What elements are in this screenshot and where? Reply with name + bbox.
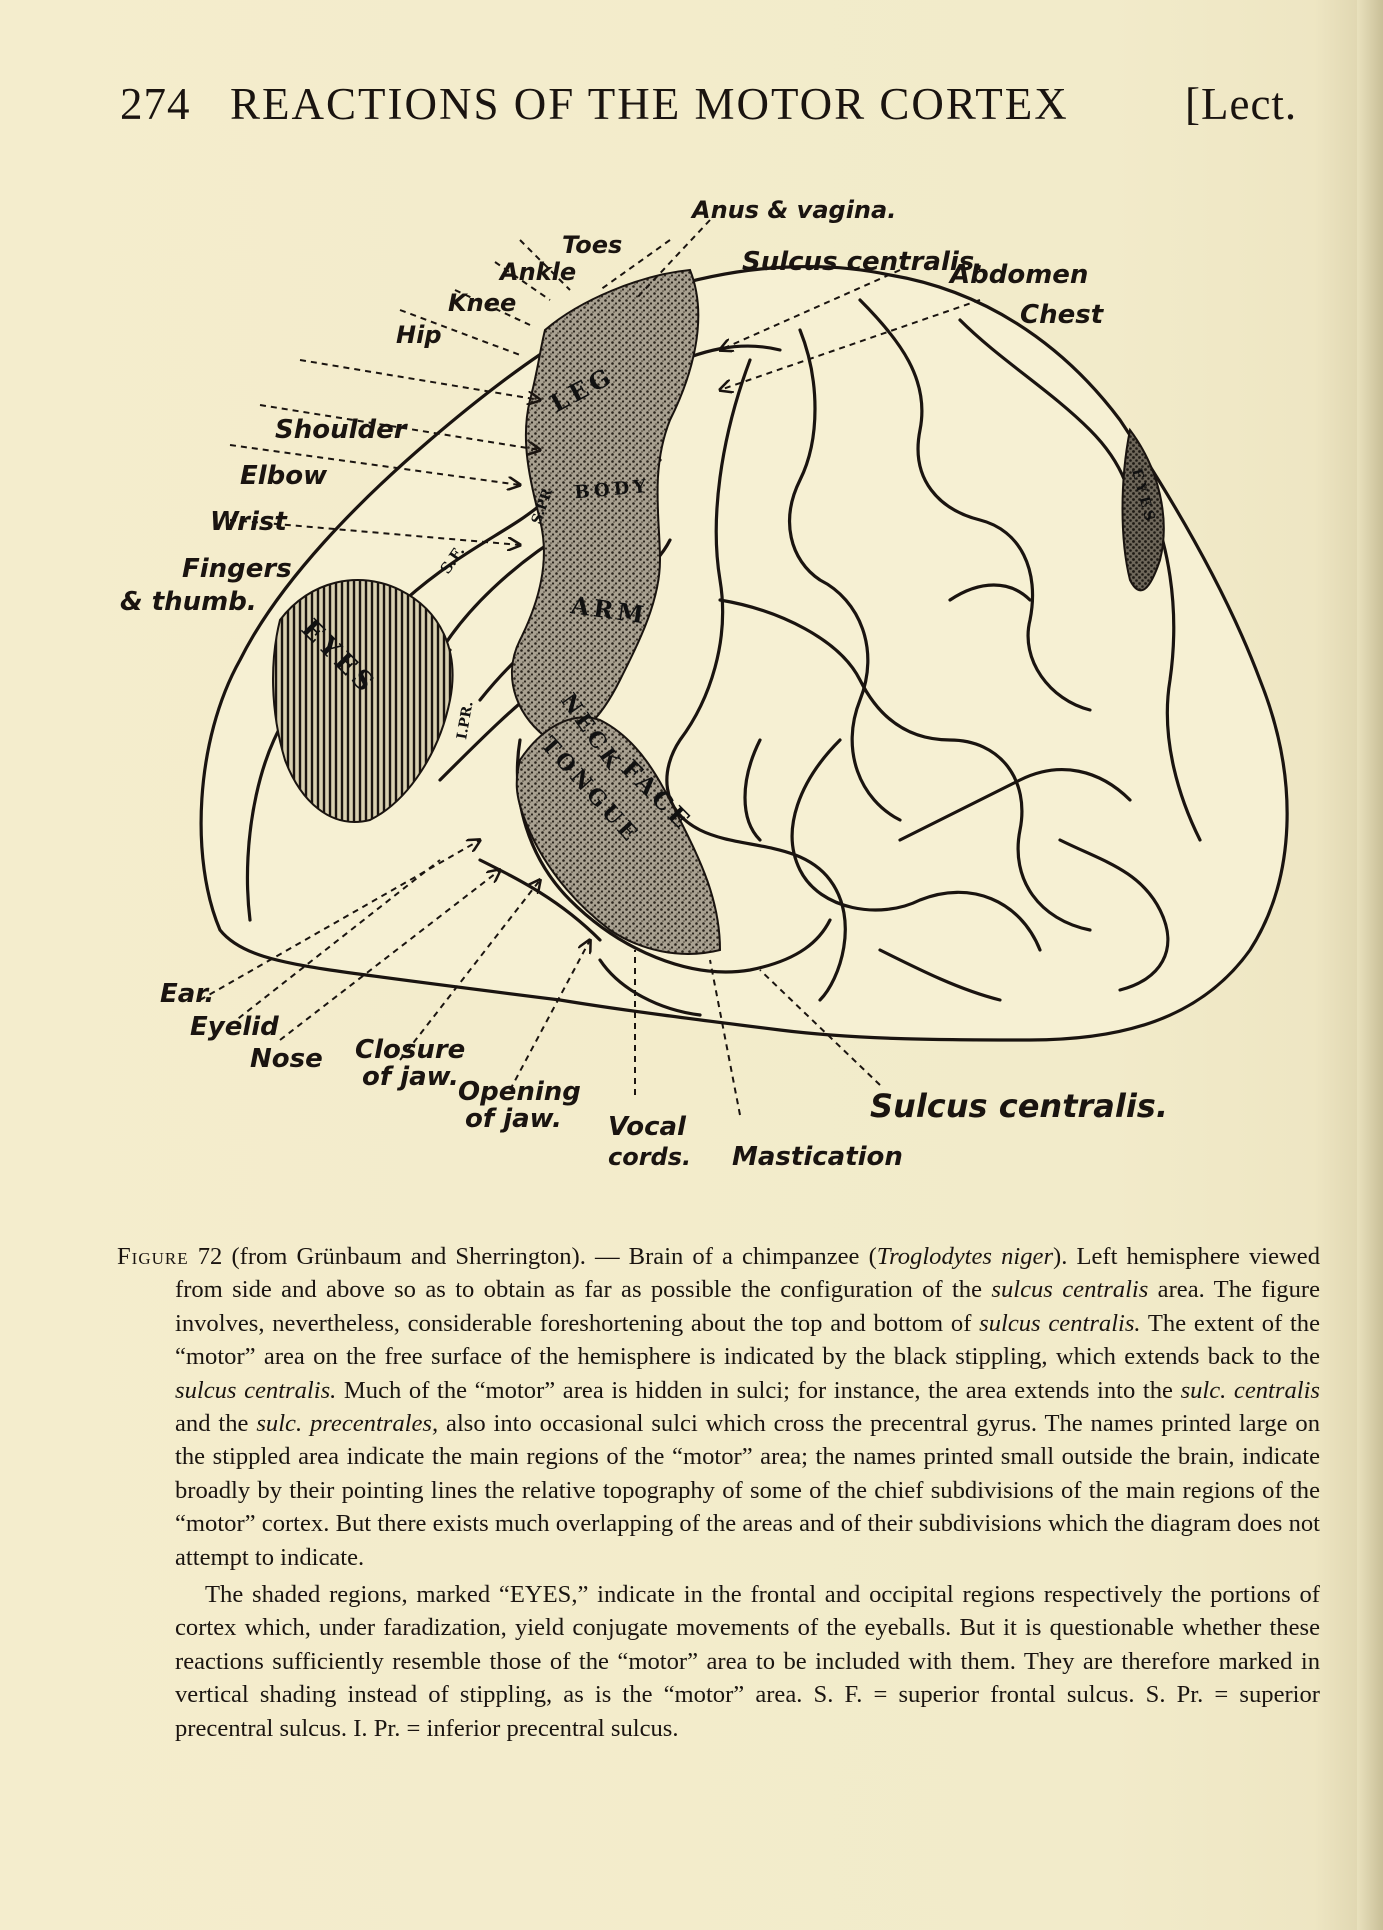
caption-text: (from Grünbaum and Sherrington). — Brain… [231,1243,877,1270]
caption-italic: sulcus centralis [991,1276,1149,1304]
pointer-anus [634,219,711,301]
running-head: 274 REACTIONS OF THE MOTOR CORTEX [Lect. [120,78,1320,138]
caption-text: also into occasional sulci which cross t… [175,1410,1320,1571]
label-hip: Hip [396,321,442,349]
pointer-wrist [229,444,520,485]
label-nose: Nose [250,1044,323,1074]
lecture-marker: [Lect. [1185,79,1298,129]
label-ear: Ear. [160,979,214,1009]
pointer-ankle [494,261,551,301]
frontal-eye-area [272,579,454,823]
page-edge [1357,0,1383,1930]
brain-figure: LEG BODY ARM NECK FACE TONGUE EYES EYES … [100,180,1300,1180]
label-elbow: Elbow [240,461,328,491]
pointer-ear [199,840,480,1001]
label-eyelid: Eyelid [190,1012,279,1042]
pointer-fingers [229,519,520,545]
label-closure: Closure [355,1035,465,1065]
caption-italic: sulcus centralis. [979,1309,1141,1337]
pointer-mastication [709,959,741,1116]
caption-italic: sulc. precentrales, [256,1410,439,1438]
figure-label: Figure [117,1243,189,1270]
caption-paragraph-1: Figure 72 (from Grünbaum and Sherrington… [117,1240,1321,1574]
pointer-sulcus-top [599,239,671,291]
pointer-toes [519,239,571,291]
caption-italic: sulc. centralis [1180,1376,1320,1404]
label-wrist: Wrist [210,507,288,537]
pointer-eyelid [229,859,441,1026]
label-shoulder: Shoulder [275,415,409,445]
pointer-lines [199,219,981,1116]
chapter-title: REACTIONS OF THE MOTOR CORTEX [230,79,1069,129]
pointer-nose [279,870,500,1041]
pointer-knee [454,289,531,326]
label-opening-2: of jaw. [465,1104,562,1134]
caption-italic: sulcus centralis. [175,1376,337,1404]
motor-area [511,268,1165,955]
pointer-shoulder [299,359,540,400]
label-opening: Opening [458,1077,581,1107]
label-mastication: Mastication [732,1142,903,1172]
label-chest: Chest [1020,300,1105,330]
label-sulcus-bottom: Sulcus centralis. [870,1087,1168,1125]
caption-text: area. The figure involves, nevertheless,… [175,1276,1321,1337]
page-number: 274 [120,79,191,129]
caption-text: ). Left hemisphere viewed from side and … [175,1243,1320,1304]
occipital-eye-area [1121,427,1165,592]
label-vocal-2: cords. [608,1143,691,1171]
label-toes: Toes [562,231,622,259]
caption-text: and the [175,1410,257,1438]
brain-diagram: LEG BODY ARM NECK FACE TONGUE EYES EYES … [120,196,1289,1172]
label-thumb: & thumb. [120,587,257,617]
motor-area-face [515,716,722,955]
label-anus: Anus & vagina. [690,196,896,224]
caption-paragraph-2: The shaded regions, marked “EYES,” indic… [175,1581,1320,1742]
label-i-pr: I.PR. [454,700,476,741]
motor-area-leg-body-arm [511,268,700,742]
pointer-elbow [259,404,540,450]
pointer-chest [720,299,981,390]
label-abdomen: Abdomen [948,260,1088,290]
label-fingers: Fingers [182,554,292,584]
pointer-closure [399,880,540,1061]
label-knee: Knee [448,289,516,317]
label-ankle: Ankle [498,258,576,286]
pointer-sulcus-bottom [759,969,881,1086]
caption-text: The extent of the “motor” area on the fr… [175,1309,1320,1371]
label-sulcus-top: Sulcus centralis. [742,247,984,277]
figure-number: 72 [197,1243,223,1270]
label-vocal: Vocal [608,1112,687,1142]
species-name: Troglodytes niger [876,1243,1054,1270]
label-closure-2: of jaw. [362,1062,459,1092]
caption-text: Much of the “motor” area is hidden in su… [336,1376,1181,1404]
figure-caption: Figure 72 (from Grünbaum and Sherrington… [117,1240,1321,1745]
